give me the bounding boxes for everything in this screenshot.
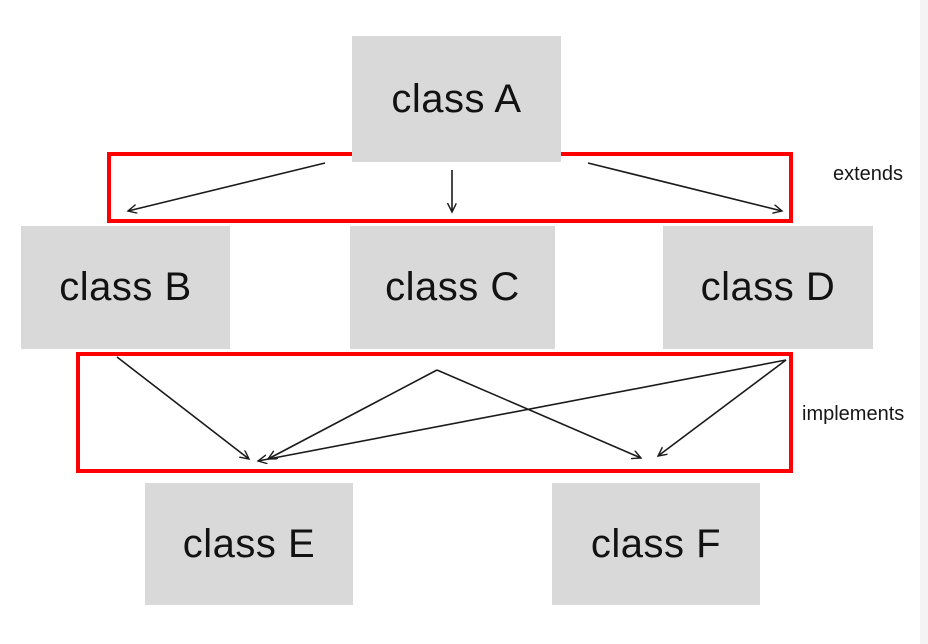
implements-label: implements — [802, 403, 905, 425]
class-a-label: class A — [391, 76, 522, 121]
class-d-node[interactable]: class D — [663, 226, 873, 349]
class-d-label: class D — [700, 265, 836, 309]
class-b-node[interactable]: class B — [21, 226, 230, 349]
class-c-label: class C — [385, 265, 520, 309]
class-c-node[interactable]: class C — [350, 226, 555, 349]
class-f-label: class F — [590, 521, 722, 566]
class-e-label: class E — [182, 521, 316, 566]
scrollbar-track[interactable] — [920, 0, 928, 644]
class-e-node[interactable]: class E — [145, 483, 353, 605]
implements-highlight-box — [76, 352, 793, 473]
extends-label: extends — [833, 163, 904, 185]
class-b-label: class B — [59, 265, 192, 309]
class-a-node[interactable]: class A — [352, 36, 561, 162]
class-f-node[interactable]: class F — [552, 483, 760, 605]
extends-highlight-box — [107, 152, 793, 223]
